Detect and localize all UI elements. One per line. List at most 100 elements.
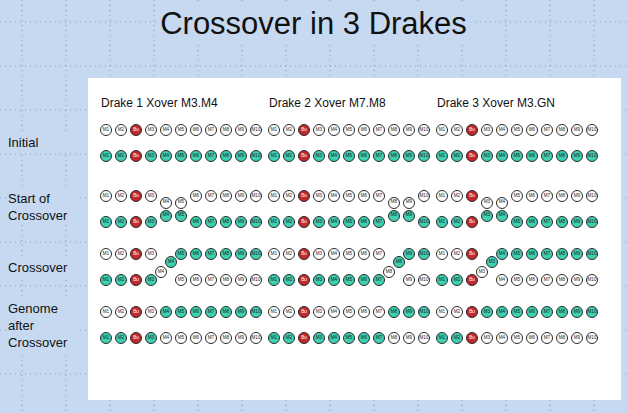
gene-marker-circle: M3: [313, 150, 325, 162]
gene-marker-circle: M10: [586, 150, 598, 162]
gene-marker-circle: M9: [571, 124, 583, 136]
marker-label: Bu: [133, 278, 139, 283]
marker-label: M1: [103, 154, 109, 159]
marker-label: M3: [148, 278, 154, 283]
gene-marker-circle: M1: [436, 332, 448, 344]
marker-label: M7: [208, 128, 214, 133]
marker-label: M1: [271, 310, 277, 315]
gene-marker-circle: M5: [343, 216, 355, 228]
gene-marker-circle: M4: [496, 150, 508, 162]
marker-label: M8: [223, 154, 229, 159]
marker-label: M9: [238, 220, 244, 225]
gene-marker-circle: M10: [418, 216, 430, 228]
marker-label: M3: [316, 278, 322, 283]
marker-label: M9: [238, 278, 244, 283]
stage-label: Start of Crossover: [8, 190, 78, 224]
marker-label: M2: [118, 220, 124, 225]
marker-label: M4: [163, 310, 169, 315]
gene-marker-circle: M2: [283, 190, 295, 202]
marker-label: M2: [286, 278, 292, 283]
gene-marker-circle: M4: [328, 332, 340, 344]
marker-label: M8: [559, 252, 565, 257]
marker-label: M6: [529, 154, 535, 159]
gene-marker-circle: M4: [165, 256, 177, 268]
gene-marker-circle: M6: [526, 124, 538, 136]
marker-label: M9: [406, 154, 412, 159]
marker-label: M6: [361, 252, 367, 257]
marker-label: M10: [588, 278, 597, 283]
marker-label: M8: [391, 128, 397, 133]
marker-label: M7: [376, 154, 382, 159]
gene-marker-circle: M8: [388, 210, 400, 222]
marker-label: M5: [178, 310, 184, 315]
gene-marker-circle: M9: [571, 190, 583, 202]
marker-label: M9: [574, 154, 580, 159]
marker-label: M6: [361, 336, 367, 341]
gene-marker-circle: M7: [541, 216, 553, 228]
gene-marker-circle: M3: [313, 332, 325, 344]
gene-marker-circle: Bu: [298, 216, 310, 228]
marker-label: M8: [396, 260, 402, 265]
marker-label: M9: [574, 278, 580, 283]
gene-marker-circle: M7: [373, 332, 385, 344]
marker-label: M6: [193, 310, 199, 315]
marker-label: M3: [316, 310, 322, 315]
gene-marker-circle: M6: [526, 306, 538, 318]
marker-label: M4: [499, 200, 505, 205]
gene-marker-circle: M3: [481, 332, 493, 344]
gene-marker-circle: M7: [373, 124, 385, 136]
gene-marker-circle: M6: [190, 150, 202, 162]
marker-label: M6: [193, 154, 199, 159]
gene-marker-circle: M2: [451, 248, 463, 260]
marker-label: M8: [391, 310, 397, 315]
gene-marker-circle: M2: [115, 306, 127, 318]
gene-marker-circle: M10: [418, 274, 430, 286]
gene-marker-circle: M1: [268, 124, 280, 136]
marker-label: M10: [420, 310, 429, 315]
gene-marker-circle: M7: [205, 150, 217, 162]
marker-label: M2: [286, 128, 292, 133]
marker-label: M7: [544, 220, 550, 225]
gene-marker-circle: M1: [436, 248, 448, 260]
gene-marker-circle: M1: [100, 216, 112, 228]
gene-marker-circle: M7: [205, 332, 217, 344]
stage-label: Crossover: [8, 259, 78, 276]
marker-label: M4: [499, 128, 505, 133]
marker-label: M6: [361, 278, 367, 283]
marker-label: M1: [439, 278, 445, 283]
gene-marker-circle: M2: [115, 124, 127, 136]
gene-marker-circle: M10: [250, 248, 262, 260]
marker-label: Bu: [133, 194, 139, 199]
gene-marker-circle: M10: [418, 190, 430, 202]
marker-label: M6: [529, 278, 535, 283]
marker-label: M4: [331, 252, 337, 257]
marker-label: M7: [544, 154, 550, 159]
gene-marker-circle: M10: [418, 150, 430, 162]
gene-marker-circle: M2: [451, 306, 463, 318]
gene-marker-circle: M8: [388, 332, 400, 344]
gene-marker-circle: M8: [220, 248, 232, 260]
marker-label: M1: [103, 220, 109, 225]
marker-label: M2: [286, 336, 292, 341]
gene-marker-circle: M1: [436, 124, 448, 136]
gene-marker-circle: M6: [358, 190, 370, 202]
marker-label: M7: [544, 128, 550, 133]
gene-marker-circle: M1: [100, 190, 112, 202]
gene-marker-circle: M2: [451, 150, 463, 162]
marker-label: Bu: [469, 194, 475, 199]
gene-marker-circle: M5: [175, 150, 187, 162]
marker-label: Bu: [133, 310, 139, 315]
marker-label: M1: [439, 128, 445, 133]
gene-marker-circle: M7: [373, 216, 385, 228]
gene-marker-circle: M10: [586, 248, 598, 260]
gene-marker-circle: M3: [145, 274, 157, 286]
gene-marker-circle: M6: [190, 274, 202, 286]
marker-label: M9: [238, 336, 244, 341]
gene-marker-circle: M10: [418, 332, 430, 344]
gene-marker-circle: M9: [403, 332, 415, 344]
marker-label: M7: [208, 154, 214, 159]
gene-marker-circle: M1: [100, 306, 112, 318]
gene-marker-circle: Bu: [130, 306, 142, 318]
gene-marker-circle: Bu: [130, 124, 142, 136]
gene-marker-circle: M9: [571, 248, 583, 260]
